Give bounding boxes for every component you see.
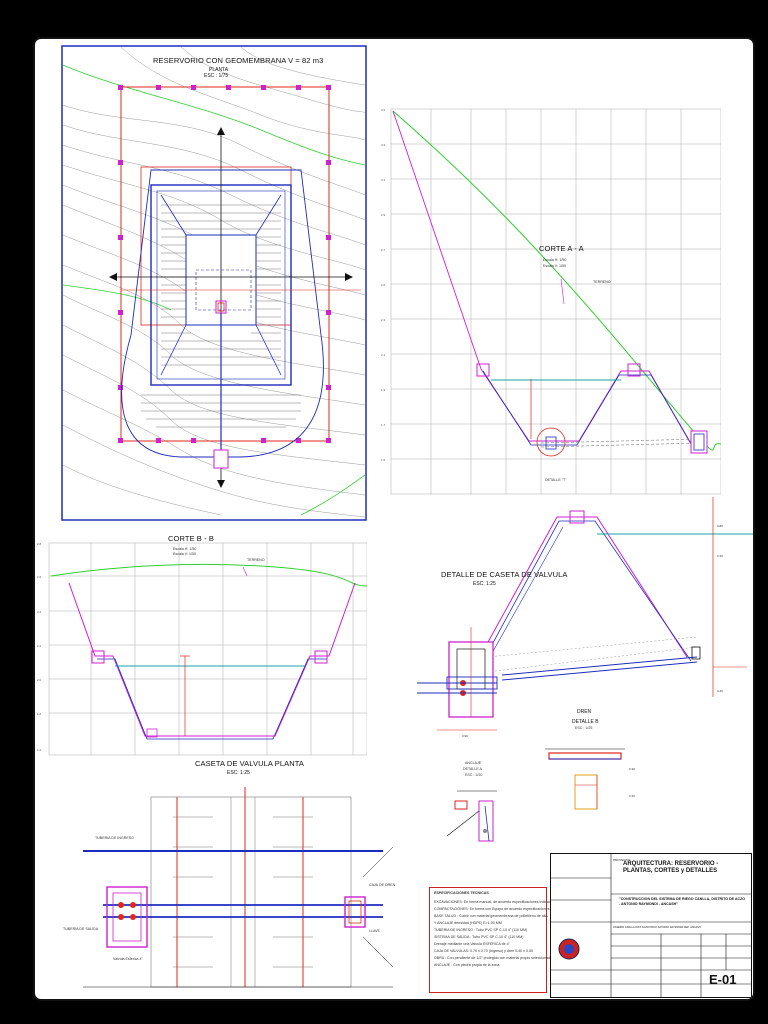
detail-a-scale: ESC : 1/20 bbox=[465, 773, 483, 777]
valve-box-detail-drawing: 0.80 0.30 0.40 0.90 bbox=[417, 497, 753, 738]
plan-view-drawing bbox=[61, 45, 367, 521]
svg-text:1.9: 1.9 bbox=[381, 388, 386, 392]
valve-box-plan-title: CASETA DE VALVULA PLANTA bbox=[195, 759, 304, 768]
svg-text:2.0: 2.0 bbox=[37, 678, 42, 682]
section-bb-title: CORTE B - B bbox=[168, 534, 214, 543]
outlet-pipe-label: TUBERIA DE SALIDA bbox=[63, 927, 99, 931]
notes-line: TUBERIA DE INGRESO : Tubo PVC SP C-10 4"… bbox=[434, 928, 528, 932]
svg-text:2.5: 2.5 bbox=[381, 283, 386, 287]
svg-text:0.30: 0.30 bbox=[629, 767, 635, 771]
detail-a-title: DETALLE A bbox=[463, 767, 482, 771]
svg-text:2.1: 2.1 bbox=[381, 353, 386, 357]
valve-box-plan-panel: CASETA DE VALVULA PLANTA ESC: 1:25 TUBER… bbox=[63, 757, 403, 997]
notes-line: CAJA DE VALVULAS: 0.70 x 0.70 (Ingreso) … bbox=[434, 949, 533, 953]
valve-box-detail-panel: 0.80 0.30 0.40 0.90 DETALLE DE CASETA DE V… bbox=[407, 497, 753, 747]
svg-text:2.2: 2.2 bbox=[37, 644, 42, 648]
notes-line: OBRA : Con pendiente de 1/2" protegido c… bbox=[434, 956, 576, 960]
notes-line: EXCAVACIONES: En forma manual, de acuerd… bbox=[434, 900, 575, 904]
title-block-grid bbox=[551, 854, 751, 997]
valve-box-detail-scale: ESC: 1:25 bbox=[473, 581, 496, 587]
drain-detail-drawing: 0.30 0.30 bbox=[545, 748, 635, 810]
svg-text:0.90: 0.90 bbox=[462, 734, 468, 738]
svg-text:1.5: 1.5 bbox=[381, 458, 386, 462]
detail-b-scale: ESC : 1/25 bbox=[575, 726, 593, 730]
section-bb-drawing: 2.8 2.6 2.4 2.2 2.0 1.8 1.6 bbox=[37, 542, 368, 756]
section-aa-scale-h: Escala H: 1/50 bbox=[543, 258, 567, 262]
plan-title: RESERVORIO CON GEOMEMBRANA V = 82 m3 bbox=[153, 56, 324, 65]
plan-view-panel: RESERVORIO CON GEOMEMBRANA V = 82 m3 PLA… bbox=[61, 45, 367, 521]
notes-line: Y ANCLAJE densidad (HDPE) E=1.00 MM bbox=[434, 921, 502, 925]
notes-line: COMPACTACIONES: En forma con Equipo de a… bbox=[434, 907, 586, 911]
svg-text:3.5: 3.5 bbox=[381, 108, 386, 112]
section-bb-scale-v: Escala V: 1/50 bbox=[173, 552, 197, 556]
inlet-pipe-label: TUBERIA DE INGRESO bbox=[95, 836, 134, 840]
plan-scale: ESC : 1/75 bbox=[204, 73, 229, 79]
anchor-label: ANCLAJE bbox=[465, 761, 482, 765]
detail-t-label: DETALLE "T" bbox=[545, 478, 567, 482]
valve-label: Valvula Esferica 4" bbox=[113, 957, 143, 961]
svg-text:0.30: 0.30 bbox=[629, 794, 635, 798]
svg-text:2.7: 2.7 bbox=[381, 248, 386, 252]
notes-line: ANCLAJE : Con piedra propia de la zona bbox=[434, 963, 500, 967]
anchor-detail-panel: ANCLAJE DETALLE A ESC : 1/20 bbox=[427, 761, 537, 861]
valve-box-plan-scale: ESC: 1:25 bbox=[227, 770, 250, 776]
section-aa-drawing: 3.5 3.3 3.1 2.9 2.7 2.5 2.3 2.1 1.9 1.7 1.5 bbox=[381, 108, 722, 495]
section-aa-title: CORTE A - A bbox=[539, 244, 584, 253]
section-bb-panel: 2.8 2.6 2.4 2.2 2.0 1.8 1.6 CORTE B - B Escal… bbox=[35, 531, 368, 757]
plan-subtitle: PLANTA bbox=[209, 67, 229, 73]
svg-text:0.30: 0.30 bbox=[717, 554, 723, 558]
drawing-sheet: RESERVORIO CON GEOMEMBRANA V = 82 m3 PLA… bbox=[33, 37, 755, 1001]
svg-text:3.3: 3.3 bbox=[381, 143, 386, 147]
drain-box-label: CAJA DE DREN bbox=[369, 883, 396, 887]
svg-text:2.8: 2.8 bbox=[37, 542, 42, 546]
project-label: PROYECTO: bbox=[613, 858, 631, 862]
svg-text:2.4: 2.4 bbox=[37, 610, 42, 614]
drain-detail-panel: 0.30 0.30 DREN DETALLE B ESC : 1/25 bbox=[505, 705, 665, 845]
svg-text:1.8: 1.8 bbox=[37, 712, 42, 716]
sheet-number: E-01 bbox=[709, 972, 737, 987]
section-aa-panel: 3.5 3.3 3.1 2.9 2.7 2.5 2.3 2.1 1.9 1.7 1.5 COR… bbox=[381, 79, 722, 497]
drain-label: DREN bbox=[577, 709, 592, 715]
valve-box-detail-title: DETALLE DE CASETA DE VALVULA bbox=[441, 570, 568, 579]
section-aa-terrain-label: TERRENO bbox=[593, 280, 611, 284]
valve-box-plan-drawing bbox=[83, 787, 394, 988]
svg-text:2.9: 2.9 bbox=[381, 213, 386, 217]
svg-text:3.1: 3.1 bbox=[381, 178, 386, 182]
location-row: CASERIO CANLLA DIST: ACZO PROV: ANTONIO … bbox=[613, 926, 701, 929]
svg-text:2.6: 2.6 bbox=[37, 575, 42, 579]
anchor-detail-drawing bbox=[446, 790, 497, 842]
technical-notes-box: ESPECIFICACIONES TECNICAS EXCAVACIONES: … bbox=[429, 887, 585, 993]
svg-text:0.40: 0.40 bbox=[717, 689, 723, 693]
key-label: LLAVE bbox=[369, 929, 380, 933]
svg-text:0.80: 0.80 bbox=[717, 524, 723, 528]
section-aa-scale-v: Escala V: 1/50 bbox=[543, 264, 567, 268]
notes-line: Drenaje mediante una Valvula ESFERICA de… bbox=[434, 942, 510, 946]
notes-title: ESPECIFICACIONES TECNICAS bbox=[434, 891, 489, 895]
detail-b-title: DETALLE B bbox=[572, 719, 599, 725]
title-block: PROYECTO: ARQUITECTURA: RESERVORIO - PLA… bbox=[550, 853, 752, 998]
svg-text:2.3: 2.3 bbox=[381, 318, 386, 322]
title-block-title: ARQUITECTURA: RESERVORIO - PLANTAS, CORT… bbox=[623, 861, 719, 874]
notes-line: BASE TALUD : Cubrir con material geomemb… bbox=[434, 914, 548, 918]
svg-text:1.7: 1.7 bbox=[381, 423, 386, 427]
project-description: "CONSTRUCCION DEL SISTEMA DE RIEGO CANLL… bbox=[619, 897, 746, 906]
notes-line: SISTEMA DE SALIDA : Tubo PVC SP C-10 4" … bbox=[434, 935, 524, 939]
svg-text:1.6: 1.6 bbox=[37, 748, 42, 752]
section-bb-scale-h: Escala H: 1/50 bbox=[173, 547, 197, 551]
section-bb-terrain-label: TERRENO bbox=[247, 558, 265, 562]
